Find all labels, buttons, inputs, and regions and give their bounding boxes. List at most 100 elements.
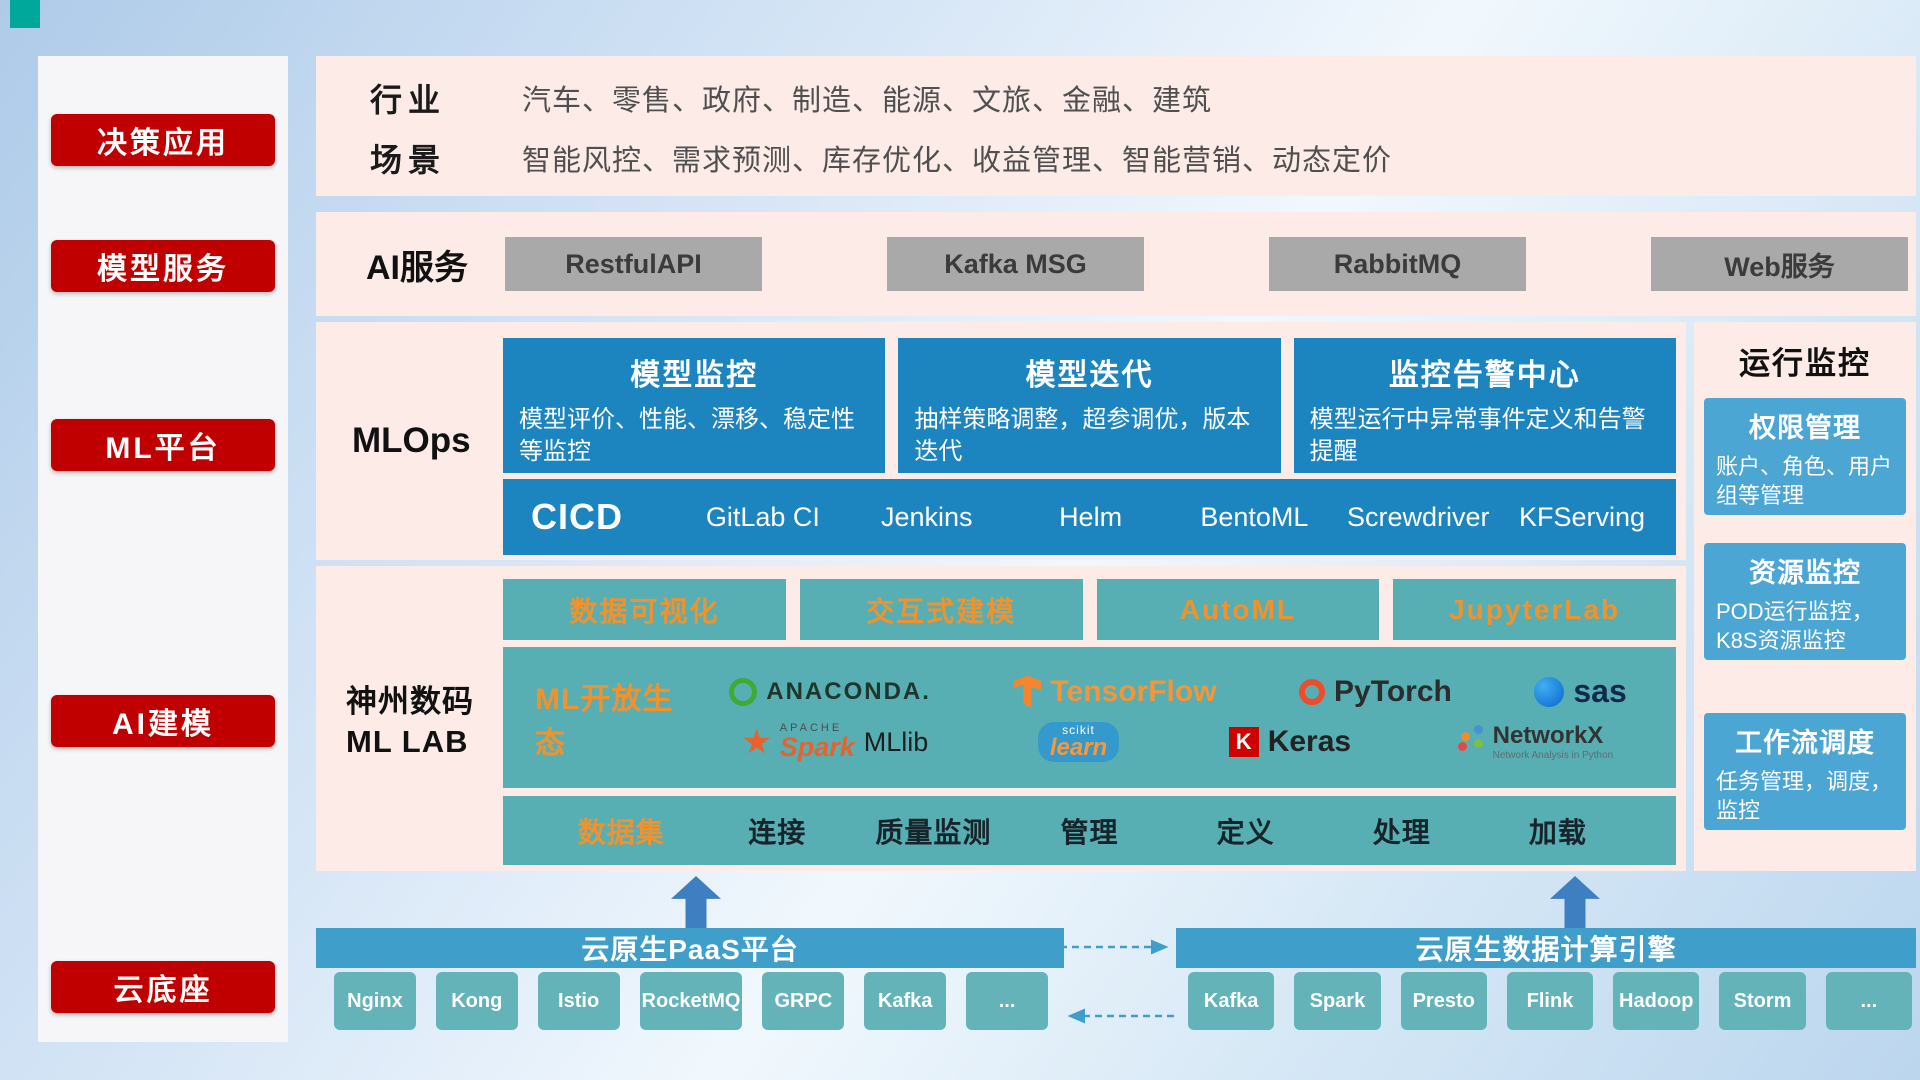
workflow-scheduler-card: 工作流调度 任务管理，调度，监控 <box>1704 713 1906 830</box>
cicd-bar: CICD GitLab CI Jenkins Helm BentoML Scre… <box>503 479 1676 555</box>
ai-service-panel: AI服务 RestfulAPI Kafka MSG RabbitMQ Web服务 <box>316 212 1916 316</box>
cicd-item-screwdriver: Screwdriver <box>1346 501 1490 532</box>
tensorflow-wordmark: TensorFlow <box>1050 674 1217 708</box>
mllab-panel: 神州数码 ML LAB 数据可视化 交互式建模 AutoML JupyterLa… <box>316 566 1686 871</box>
chip-flink: Flink <box>1506 972 1594 1030</box>
jupyterlab-button: JupyterLab <box>1393 579 1676 640</box>
sidebar-item-model-service: 模型服务 <box>51 240 275 292</box>
apache-wordmark: APACHE <box>779 722 843 734</box>
card-desc: 任务管理，调度，监控 <box>1716 769 1893 823</box>
cicd-label: CICD <box>531 496 623 537</box>
rabbitmq-button: RabbitMQ <box>1269 237 1526 291</box>
data-item-load: 加载 <box>1528 816 1587 848</box>
sidebar-item-cloud-base: 云底座 <box>51 961 275 1013</box>
resource-monitor-card: 资源监控 POD运行监控，K8S资源监控 <box>1704 543 1906 660</box>
model-monitoring-card: 模型监控 模型评价、性能、漂移、稳定性等监控 <box>503 338 886 473</box>
data-item-define: 定义 <box>1216 816 1275 848</box>
data-item-connect: 连接 <box>748 816 807 848</box>
card-title: 工作流调度 <box>1735 728 1875 758</box>
sidebar-item-ml-platform: ML平台 <box>51 419 275 471</box>
up-arrow-icon <box>671 876 721 928</box>
ml-ecosystem-box: ML开放生态 ANACONDA. TensorFlow PyTorch <box>503 647 1676 788</box>
learn-wordmark: learn <box>1049 734 1108 761</box>
scikit-wordmark: scikit <box>1062 723 1095 737</box>
ml-ecosystem-logos: ANACONDA. TensorFlow PyTorch sas <box>688 673 1676 762</box>
scikit-learn-logo: scikit learn <box>1037 722 1120 762</box>
mlops-cards: 模型监控 模型评价、性能、漂移、稳定性等监控 模型迭代 抽样策略调整，超参调优，… <box>503 338 1676 473</box>
card-title: 资源监控 <box>1749 558 1861 588</box>
chip-rocketmq: RocketMQ <box>639 972 743 1030</box>
mlops-label: MLOps <box>352 421 471 460</box>
sidebar: 决策应用 模型服务 ML平台 AI建模 云底座 <box>38 56 288 1042</box>
ml-ecosystem-label: ML开放生态 <box>535 682 674 760</box>
card-desc: POD运行监控，K8S资源监控 <box>1716 599 1874 653</box>
industry-list: 汽车、零售、政府、制造、能源、文旅、金融、建筑 <box>522 85 1213 117</box>
anaconda-wordmark: ANACONDA. <box>766 677 931 705</box>
card-desc: 账户、角色、用户组等管理 <box>1716 454 1893 508</box>
dashed-arrow-icon <box>1060 939 1174 1024</box>
alert-center-card: 监控告警中心 模型运行中异常事件定义和告警提醒 <box>1293 338 1676 473</box>
data-item-manage: 管理 <box>1060 816 1119 848</box>
networkx-caption: Network Analysis in Python <box>1492 749 1614 761</box>
cicd-item-jenkins: Jenkins <box>880 501 973 532</box>
mllib-wordmark: MLlib <box>863 726 929 757</box>
chip-storm: Storm <box>1719 972 1806 1030</box>
tensorflow-logo: TensorFlow <box>1013 674 1217 709</box>
card-desc: 模型评价、性能、漂移、稳定性等监控 <box>519 406 855 466</box>
spark-wordmark: Spark <box>779 732 855 762</box>
restfulapi-button: RestfulAPI <box>505 237 762 291</box>
sidebar-item-decision-apps: 决策应用 <box>51 114 275 166</box>
sas-icon <box>1534 676 1565 707</box>
card-title: 模型迭代 <box>1025 359 1154 392</box>
paas-platform-bar: 云原生PaaS平台 <box>316 928 1064 968</box>
chip-more: ... <box>966 972 1048 1030</box>
model-iteration-card: 模型迭代 抽样策略调整，超参调优，版本迭代 <box>898 338 1281 473</box>
cicd-item-kfserving: KFServing <box>1519 501 1646 532</box>
pytorch-wordmark: PyTorch <box>1334 674 1452 708</box>
mllab-tools: 数据可视化 交互式建模 AutoML JupyterLab <box>503 579 1676 640</box>
sas-logo: sas <box>1534 673 1627 710</box>
chip-hadoop: Hadoop <box>1613 972 1700 1030</box>
monitoring-panel: 运行监控 权限管理 账户、角色、用户组等管理 资源监控 POD运行监控，K8S资… <box>1694 322 1916 871</box>
keras-icon: K <box>1228 727 1259 757</box>
networkx-wordmark: NetworkX <box>1492 722 1604 750</box>
corner-accent <box>10 0 40 28</box>
interactive-modeling-button: 交互式建模 <box>799 579 1083 640</box>
engine-components: Kafka Spark Presto Flink Hadoop Storm ..… <box>1188 972 1912 1030</box>
mllab-label-line1: 神州数码 <box>346 684 474 719</box>
ai-service-label: AI服务 <box>366 248 468 287</box>
keras-logo: K Keras <box>1228 725 1351 759</box>
industry-panel: 行业 汽车、零售、政府、制造、能源、文旅、金融、建筑 场景 智能风控、需求预测、… <box>316 56 1916 196</box>
dataset-bar: 数据集 连接 质量监测 管理 定义 处理 加载 <box>503 796 1676 865</box>
chip-kafka: Kafka <box>1188 972 1275 1030</box>
up-arrow-icon <box>1550 876 1600 928</box>
permission-card: 权限管理 账户、角色、用户组等管理 <box>1704 398 1906 515</box>
card-title: 权限管理 <box>1749 413 1861 443</box>
networkx-icon <box>1460 732 1470 742</box>
mllab-label-line2: ML LAB <box>346 724 469 760</box>
chip-nginx: Nginx <box>334 972 416 1030</box>
data-item-process: 处理 <box>1372 816 1431 848</box>
chip-kong: Kong <box>435 972 518 1030</box>
spark-mllib-logo: APACHE Spark MLlib <box>743 722 929 762</box>
cicd-item-bentoml: BentoML <box>1200 501 1309 532</box>
dataset-label: 数据集 <box>577 816 665 848</box>
chip-spark: Spark <box>1294 972 1381 1030</box>
sidebar-item-ai-modeling: AI建模 <box>51 695 275 747</box>
anaconda-logo: ANACONDA. <box>729 677 931 706</box>
automl-button: AutoML <box>1096 579 1380 640</box>
chip-kafka: Kafka <box>864 972 947 1030</box>
web-service-button: Web服务 <box>1651 237 1908 291</box>
chip-grpc: GRPC <box>762 972 845 1030</box>
mllab-label: 神州数码 ML LAB <box>346 682 474 763</box>
industry-label: 行业 <box>370 82 447 118</box>
card-title: 监控告警中心 <box>1388 359 1581 392</box>
card-title: 模型监控 <box>630 359 759 392</box>
pytorch-logo: PyTorch <box>1299 675 1452 709</box>
card-desc: 模型运行中异常事件定义和告警提醒 <box>1309 406 1646 466</box>
card-desc: 抽样策略调整，超参调优，版本迭代 <box>914 406 1251 466</box>
networkx-logo: NetworkX Network Analysis in Python <box>1460 722 1614 761</box>
ai-service-buttons: RestfulAPI Kafka MSG RabbitMQ Web服务 <box>505 237 1908 291</box>
chip-presto: Presto <box>1400 972 1487 1030</box>
